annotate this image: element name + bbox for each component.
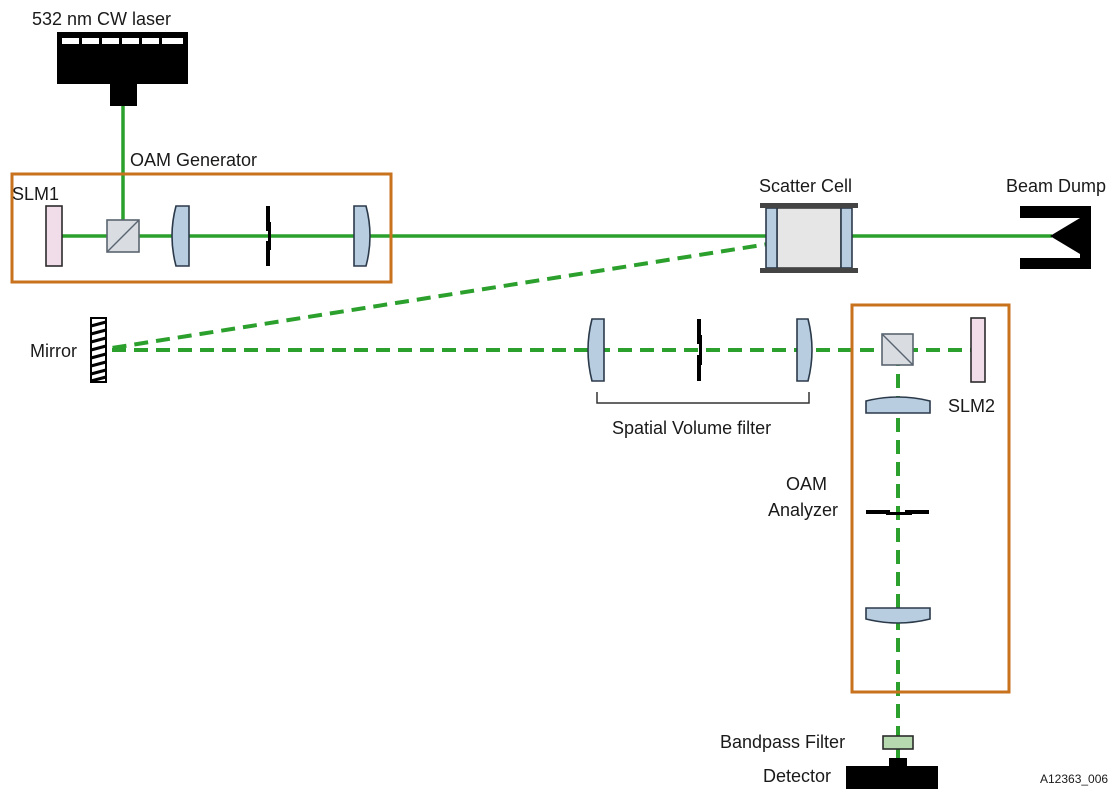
beam-dump xyxy=(1020,206,1091,269)
gen-lens-2 xyxy=(353,205,371,267)
analyzer-lens-1 xyxy=(865,396,931,414)
oam-analyzer-label-line2: Analyzer xyxy=(768,500,838,520)
laser-label: 532 nm CW laser xyxy=(32,9,171,29)
slm2 xyxy=(970,317,986,383)
figure-id-label: A12363_006 xyxy=(1040,772,1108,786)
spatial-filter-bracket xyxy=(596,392,810,404)
oam-analyzer-box xyxy=(850,303,1011,694)
oam-generator-label: OAM Generator xyxy=(130,150,257,170)
gen-lens-1 xyxy=(171,205,190,267)
mirror xyxy=(90,317,107,383)
slm1-label: SLM1 xyxy=(12,184,59,204)
beam-splitter-2 xyxy=(881,333,914,366)
scatter-cell-label: Scatter Cell xyxy=(759,176,852,196)
filter-lens-1 xyxy=(587,318,605,382)
detector xyxy=(846,758,938,789)
oam-generator-box xyxy=(10,172,393,284)
bandpass-filter xyxy=(882,735,914,750)
slm2-label: SLM2 xyxy=(948,396,995,416)
analyzer-lens-2 xyxy=(865,607,931,624)
detector-label: Detector xyxy=(763,766,831,786)
analyzer-pinhole xyxy=(866,510,929,515)
beam-dump-label: Beam Dump xyxy=(1006,176,1106,196)
gen-pinhole xyxy=(266,206,271,266)
beam-splitter-1 xyxy=(106,219,140,253)
scatter-cell xyxy=(760,203,858,273)
laser-source xyxy=(57,32,188,106)
oam-analyzer-label-line1: OAM xyxy=(786,474,827,494)
filter-lens-2 xyxy=(796,318,813,382)
slm1 xyxy=(45,205,63,267)
bandpass-filter-label: Bandpass Filter xyxy=(720,732,845,752)
filter-pinhole xyxy=(697,319,702,381)
spatial-volume-filter-label: Spatial Volume filter xyxy=(612,418,771,438)
scattered-beam-to-mirror xyxy=(111,237,801,350)
mirror-label: Mirror xyxy=(30,341,77,361)
